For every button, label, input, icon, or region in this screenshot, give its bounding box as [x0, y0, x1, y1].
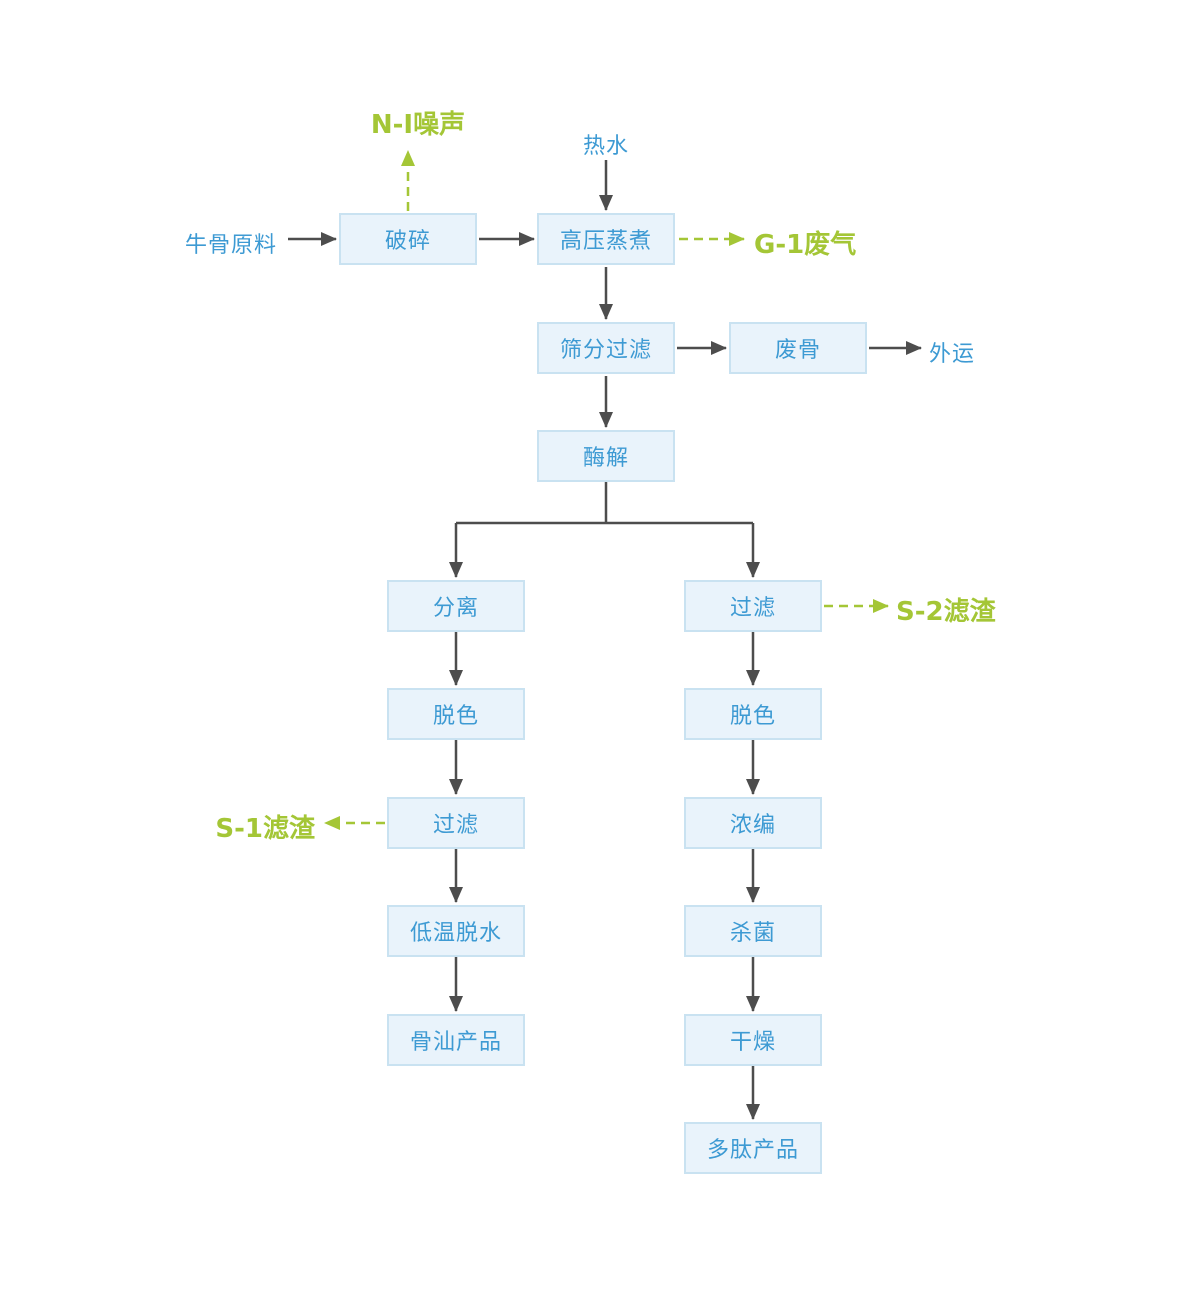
node-sterilization: 杀菌: [684, 905, 822, 957]
node-crush: 破碎: [339, 213, 477, 265]
node-concentrate: 浓编: [684, 797, 822, 849]
node-enzymolysis: 酶解: [537, 430, 675, 482]
node-autoclave: 高压蒸煮: [537, 213, 675, 265]
label-s2-residue: S-2滤渣: [896, 597, 996, 627]
label-noise-emission: N-I噪声: [370, 110, 466, 140]
node-filter-right: 过滤: [684, 580, 822, 632]
label-s1-residue: S-1滤渣: [215, 814, 315, 844]
node-low-temp-dehydration: 低温脱水: [387, 905, 525, 957]
label-hot-water: 热水: [582, 134, 629, 159]
label-raw-material: 牛骨原料: [185, 233, 278, 258]
node-drying: 干燥: [684, 1014, 822, 1066]
node-filter-left: 过滤: [387, 797, 525, 849]
label-outbound: 外运: [929, 342, 976, 367]
node-decolor-left: 脱色: [387, 688, 525, 740]
node-bone-oil-product: 骨汕产品: [387, 1014, 525, 1066]
node-separation: 分离: [387, 580, 525, 632]
node-screen-filter: 筛分过滤: [537, 322, 675, 374]
node-waste-bone: 废骨: [729, 322, 867, 374]
label-waste-gas-emission: G-1废气: [754, 230, 857, 260]
node-decolor-right: 脱色: [684, 688, 822, 740]
node-polypeptide-product: 多肽产品: [684, 1122, 822, 1174]
